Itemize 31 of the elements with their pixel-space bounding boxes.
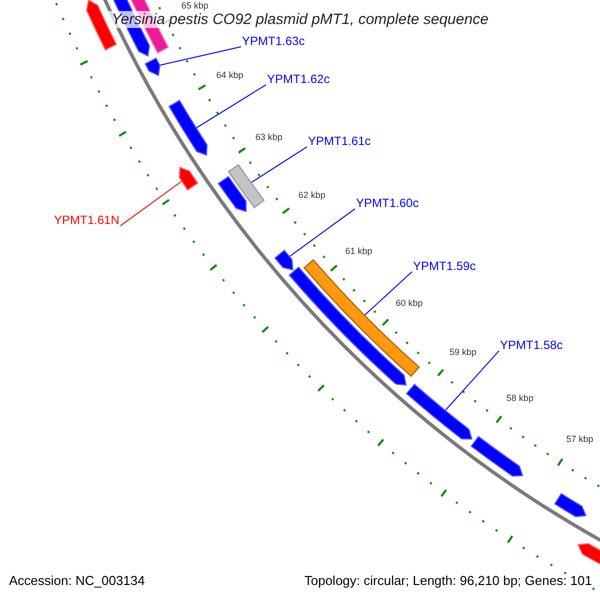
gene-feature (168, 100, 208, 156)
leader-line (120, 181, 182, 226)
gene-label: YPMT1.61c (308, 135, 371, 149)
leader-line (250, 146, 308, 183)
scale-label: 59 kbp (449, 347, 477, 358)
leader-line (160, 46, 242, 66)
scale-label: 61 kbp (345, 246, 372, 256)
gene-label: YPMT1.63c (242, 35, 305, 49)
gene-label: YPMT1.62c (267, 73, 330, 87)
summary-label: Topology: circular; Length: 96,210 bp; Genes: 101 (304, 574, 592, 589)
gene-feature (178, 166, 198, 190)
accession-label: Accession: NC_003134 (9, 574, 145, 589)
gene-label: YPMT1.58c (500, 339, 563, 353)
leader-line (289, 208, 356, 257)
scale-label: 57 kbp (566, 434, 594, 444)
gene-feature (274, 250, 294, 270)
feature-bar (228, 164, 265, 208)
scale-label: 63 kbp (255, 132, 282, 142)
gene-feature (144, 58, 160, 76)
leader-line (196, 84, 266, 128)
gene-label: YPMT1.61N (54, 214, 120, 228)
scale-label: 58 kbp (506, 392, 534, 403)
gene-label: YPMT1.60c (356, 197, 419, 211)
scale-label: 60 kbp (396, 298, 423, 309)
leader-line (445, 350, 500, 411)
leader-line (364, 271, 412, 316)
scale-label: 65 kbp (181, 2, 208, 10)
gene-feature (406, 384, 472, 440)
scale-label: 64 kbp (216, 70, 244, 81)
scale-label: 62 kbp (298, 190, 326, 201)
gene-label: YPMT1.59c (413, 260, 476, 274)
